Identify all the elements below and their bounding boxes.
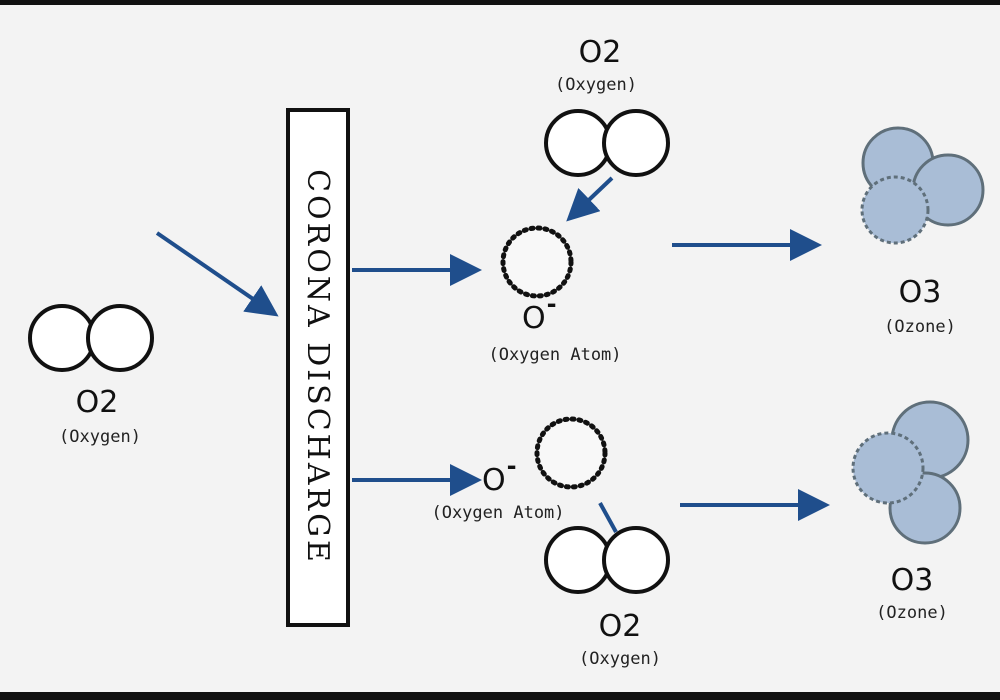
bottom-o2-molecule [544, 526, 670, 594]
bottom-border [0, 692, 1000, 700]
corona-discharge-label: CORONA DISCHARGE [300, 169, 335, 565]
top-o2-molecule [544, 109, 670, 177]
bottom-oxygen-atom [534, 416, 608, 490]
bottom-atom-name: (Oxygen Atom) [431, 503, 564, 523]
corona-discharge-box [286, 108, 350, 627]
top-o2-name: (Oxygen) [555, 75, 637, 95]
bottom-ozone-formula: O3 [891, 563, 934, 598]
bottom-ozone-molecule [851, 400, 970, 545]
top-oxygen-atom [500, 225, 574, 299]
arrow-input [155, 231, 279, 317]
bottom-atom-symbol: O- [482, 452, 517, 498]
input-o2-name: (Oxygen) [59, 427, 141, 447]
top-border [0, 0, 1000, 5]
bottom-atom-charge: - [507, 452, 517, 480]
top-atom-formula: O [522, 301, 546, 336]
bottom-ozone-name: (Ozone) [876, 603, 948, 623]
bottom-o2-formula: O2 [599, 609, 642, 644]
arrow-top-o2 [566, 176, 614, 222]
top-ozone-molecule [860, 126, 985, 245]
top-atom-symbol: O- [522, 290, 557, 336]
top-o2-formula: O2 [579, 35, 622, 70]
input-o2-molecule [28, 304, 154, 372]
top-ozone-formula: O3 [899, 275, 942, 310]
bottom-atom-formula: O [482, 463, 506, 498]
bond-line-bottom [598, 502, 618, 533]
top-atom-charge: - [547, 290, 557, 318]
input-o2-formula: O2 [76, 385, 119, 420]
bottom-o2-name: (Oxygen) [579, 649, 661, 669]
top-ozone-name: (Ozone) [884, 317, 956, 337]
top-atom-name: (Oxygen Atom) [488, 345, 621, 365]
